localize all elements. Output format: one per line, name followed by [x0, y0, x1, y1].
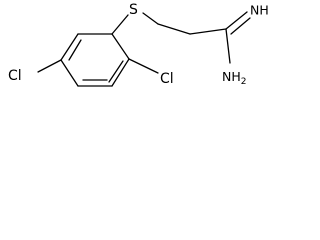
ring-double-bond-1 — [108, 60, 124, 83]
ring-double-bond-2 — [68, 39, 82, 61]
ring-bond-5 — [60, 33, 79, 61]
ring-bond-2 — [111, 58, 130, 87]
sulfur-label: S — [129, 2, 138, 18]
benzene-ring — [60, 33, 130, 87]
amine-nh: NH — [222, 69, 241, 84]
bond-ch2-to-ch2 — [157, 23, 191, 35]
ring-bond-1 — [111, 33, 130, 60]
bond-amidine-to-imine — [225, 11, 248, 30]
bond-sulfur-to-ch2 — [142, 12, 159, 25]
structure-diagram: S Cl Cl NH NH2 — [8, 2, 269, 87]
bond-amidine-to-amine — [225, 28, 231, 64]
amine-label: NH2 — [222, 69, 246, 87]
substituent-bonds — [37, 11, 251, 74]
bond-ring-to-cl-right — [128, 58, 159, 74]
bond-ring-to-sulfur — [111, 14, 129, 35]
amine-subscript: 2 — [241, 77, 247, 87]
bond-ch2-to-amidine — [189, 28, 227, 35]
bond-amidine-to-imine-double — [230, 17, 251, 35]
chlorine-left-label: Cl — [8, 68, 22, 84]
chlorine-right-label: Cl — [160, 71, 174, 87]
imine-label: NH — [250, 3, 269, 18]
ring-bond-4 — [60, 59, 79, 87]
bond-ring-to-cl-left — [37, 59, 62, 73]
